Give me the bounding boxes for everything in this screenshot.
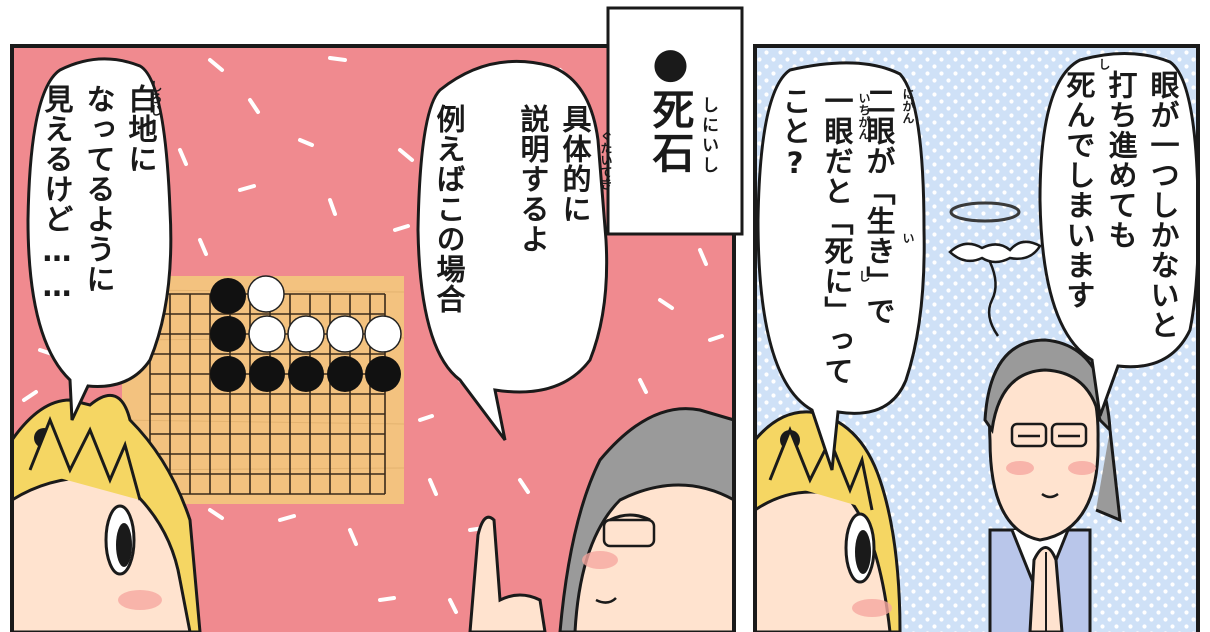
title-box — [606, 6, 744, 236]
right-panel — [755, 46, 1198, 632]
speech-bubble-teacher — [416, 60, 609, 441]
black-stones — [210, 278, 401, 392]
speech-bubble-teacher-right — [1038, 52, 1198, 417]
go-board — [121, 275, 405, 504]
speech-text-girl-left: 白地に なってるように 見えるけど…… — [40, 84, 158, 304]
teacher-character-right — [983, 338, 1122, 632]
girl-character-right — [755, 410, 902, 632]
left-panel-frame — [10, 44, 736, 632]
ruby-i: い — [901, 232, 915, 244]
ruby-nigan: にがん — [901, 88, 915, 124]
speech-bubble-girl — [26, 57, 173, 421]
speech-text-girl-right: 二眼が「生き」で 一眼だと「死に」って こと? — [778, 86, 896, 386]
halo-ghost — [948, 201, 1042, 337]
speech-text-teacher-right: 眼が一つしかないと 打ち進めても 死んでしまいます — [1062, 70, 1180, 340]
ruby-ichigan: いちがん — [857, 92, 871, 140]
girl-character — [12, 394, 202, 632]
title-ruby: しにいし — [698, 96, 718, 176]
ruby-gutaiteki: ぐたいてき — [599, 130, 613, 190]
white-stones — [247, 275, 402, 353]
ruby-shiroji: しろじ — [149, 80, 163, 116]
ruby-shi: し — [857, 270, 871, 282]
ruby-shi-right: し — [1097, 58, 1111, 70]
speech-text-teacher-left: 具体的に 説明するよ 例えばこの場合 — [432, 104, 592, 314]
right-panel-frame — [753, 44, 1200, 632]
title-shiniishi: ●死石 — [646, 38, 695, 174]
teacher-character — [468, 407, 734, 632]
speech-bubble-girl-right — [756, 61, 926, 471]
